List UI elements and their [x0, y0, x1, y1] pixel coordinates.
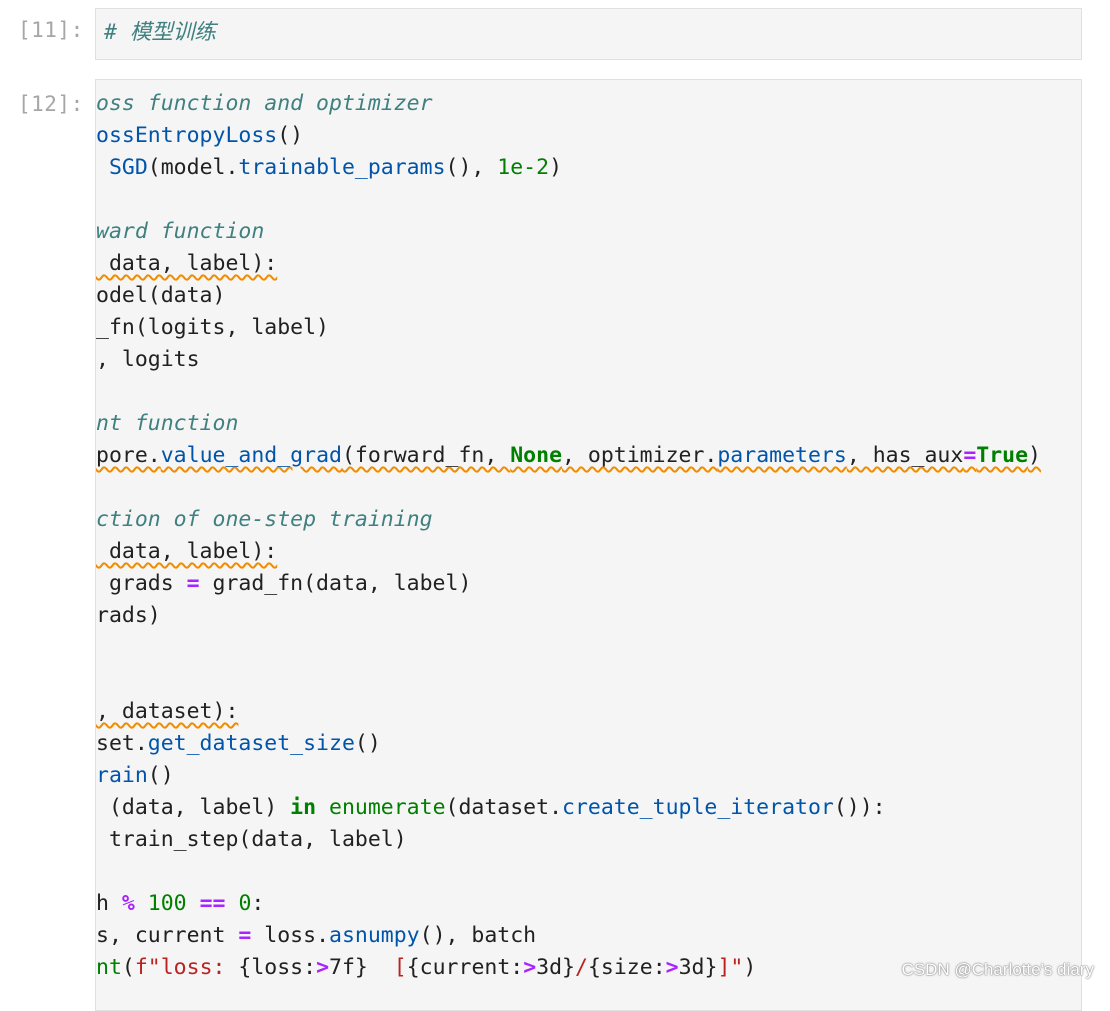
code-line: _fn(logits, label) — [96, 315, 329, 340]
code-token: 100 — [147, 891, 187, 916]
code-token: grads — [96, 571, 187, 596]
code-token: ]" — [717, 955, 744, 980]
code-token: 3d} — [678, 955, 718, 980]
code-line: train_step(data, label) — [96, 827, 407, 852]
code-token: asnumpy — [329, 923, 420, 948]
code-line: oss function and optimizer — [96, 91, 433, 116]
code-token: loss. — [251, 923, 330, 948]
code-token: {loss: — [238, 955, 317, 980]
code-token: = — [186, 571, 200, 596]
code-area[interactable]: oss function and optimizer ossEntropyLos… — [96, 80, 1081, 1010]
code-token — [187, 891, 200, 916]
cell-editor[interactable]: oss function and optimizer ossEntropyLos… — [95, 79, 1082, 1011]
code-token: ) — [743, 955, 757, 980]
code-token: pore. — [96, 443, 161, 468]
code-token: trainable_params — [238, 155, 446, 180]
code-line: grads = grad_fn(data, label) — [96, 568, 471, 600]
code-token: set. — [96, 731, 148, 756]
code-line: s, current = loss.asnumpy(), batch — [96, 920, 536, 952]
code-token: (), — [445, 155, 498, 180]
code-token: % — [121, 891, 135, 916]
code-token: (forward_fn, — [341, 443, 511, 468]
code-token: ) — [549, 155, 563, 180]
code-token: grad_fn(data, label) — [199, 571, 472, 596]
code-token — [316, 795, 329, 820]
code-token: create_tuple_iterator — [562, 795, 834, 820]
code-line: data, label): — [96, 251, 278, 276]
code-line: rain() — [96, 760, 174, 792]
code-token: 1e-2 — [497, 155, 550, 180]
code-token: (), batch — [419, 923, 537, 948]
code-line: nt(f"loss: {loss:>7f} [{current:>3d}/{si… — [96, 952, 756, 984]
watermark: CSDN @Charlotte's diary — [901, 960, 1094, 979]
code-token: ()): — [833, 795, 886, 820]
code-line: pore.value_and_grad(forward_fn, None, op… — [96, 440, 1041, 472]
code-line: data, label): — [96, 539, 278, 564]
code-line: rads) — [96, 603, 161, 628]
code-token: ( — [121, 955, 135, 980]
cell-11: [11]: # 模型训练 — [0, 0, 1110, 70]
code-token: True — [976, 443, 1029, 468]
code-token: > — [523, 955, 537, 980]
code-token: {size: — [587, 955, 666, 980]
code-token: enumerate — [329, 795, 446, 820]
code-token: , optimizer. — [562, 443, 718, 468]
code-comment: # 模型训练 — [104, 20, 216, 45]
code-token: (dataset. — [445, 795, 563, 820]
code-token: > — [316, 955, 330, 980]
code-token: value_and_grad — [160, 443, 342, 468]
code-token: f"loss: — [134, 955, 239, 980]
code-token: 0 — [238, 891, 252, 916]
code-token: > — [665, 955, 679, 980]
code-token: s, current — [96, 923, 239, 948]
code-token — [135, 891, 148, 916]
code-line: ction of one-step training — [96, 507, 433, 532]
code-token: 7f} — [329, 955, 368, 980]
code-line: h % 100 == 0: — [96, 888, 264, 920]
cell-prompt: [12]: — [18, 92, 84, 116]
cell-editor[interactable]: # 模型训练 — [95, 8, 1082, 60]
code-token: = — [238, 923, 252, 948]
code-token: rain — [96, 763, 148, 788]
code-token: = — [963, 443, 977, 468]
code-token: ) — [1028, 443, 1041, 468]
code-token: / — [575, 955, 588, 980]
code-token: None — [510, 443, 563, 468]
code-line: (data, label) in enumerate(dataset.creat… — [96, 792, 886, 824]
code-token — [225, 891, 238, 916]
code-token: (model. — [147, 155, 239, 180]
code-token: SGD — [108, 155, 148, 180]
code-line: , dataset): — [96, 699, 239, 724]
code-line: , logits — [96, 347, 200, 372]
code-line: nt function — [96, 411, 239, 436]
code-token: {current: — [406, 955, 524, 980]
code-line: ossEntropyLoss() — [96, 120, 303, 152]
code-token: [ — [367, 955, 407, 980]
code-token: parameters — [717, 443, 847, 468]
code-token: get_dataset_size — [147, 731, 355, 756]
code-line: SGD(model.trainable_params(), 1e-2) — [96, 152, 562, 184]
cell-prompt: [11]: — [18, 18, 84, 42]
code-token: nt — [96, 955, 122, 980]
code-token: () — [147, 763, 174, 788]
code-token: in — [290, 795, 317, 820]
code-token: h — [96, 891, 122, 916]
code-token: () — [354, 731, 381, 756]
code-token: , has_aux — [846, 443, 964, 468]
code-token: (data, label) — [96, 795, 291, 820]
code-line: set.get_dataset_size() — [96, 728, 381, 760]
code-line: odel(data) — [96, 283, 226, 308]
code-line: ward function — [96, 219, 265, 244]
code-token — [96, 155, 109, 180]
cell-12: [12]: oss function and optimizer ossEntr… — [18, 79, 1082, 1011]
code-token: ossEntropyLoss — [96, 123, 278, 148]
code-token: () — [277, 123, 304, 148]
code-token: 3d} — [536, 955, 576, 980]
code-token: == — [199, 891, 226, 916]
code-token: : — [251, 891, 265, 916]
